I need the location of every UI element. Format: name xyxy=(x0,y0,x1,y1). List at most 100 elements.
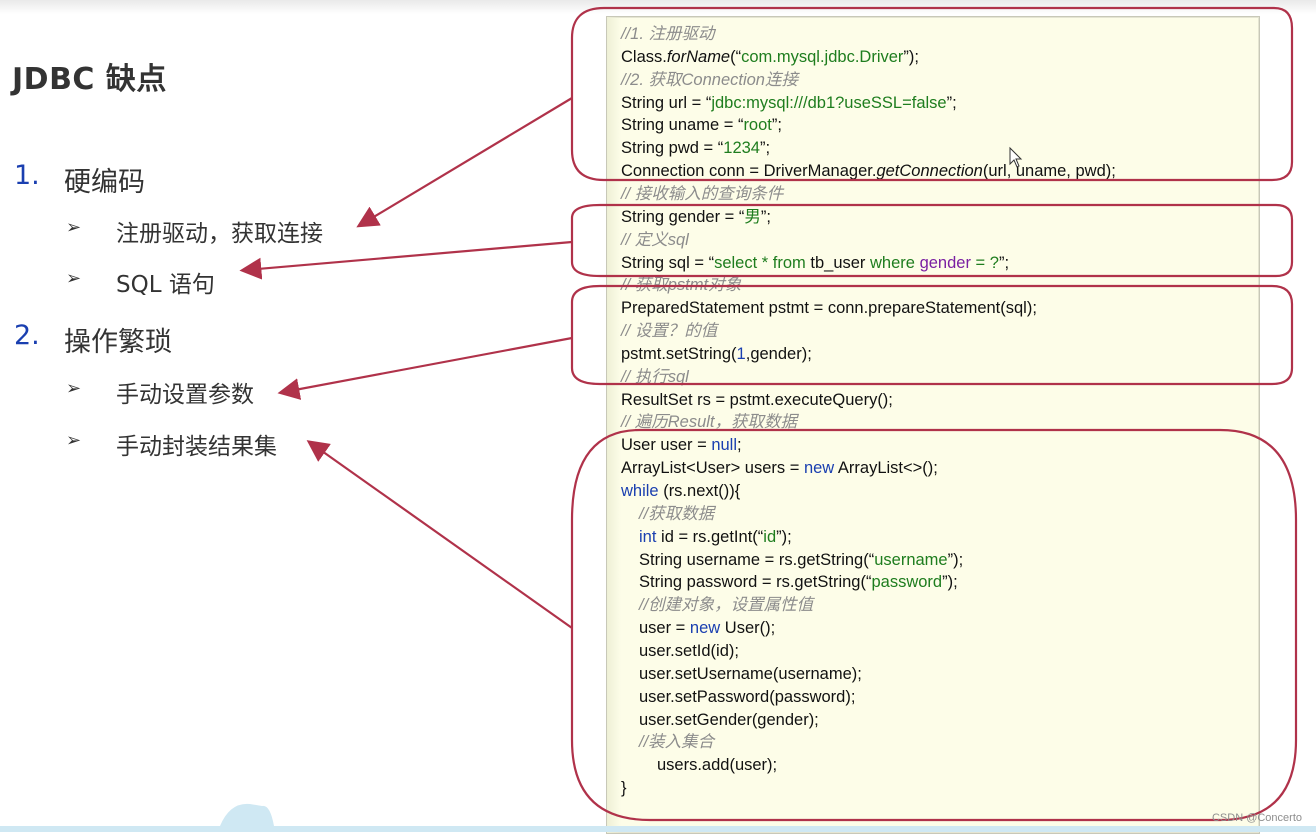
outline-item-1-text: 硬编码 xyxy=(64,167,145,198)
code-line: users.add(user); xyxy=(657,754,777,776)
code-token: Connection conn = DriverManager. xyxy=(621,162,877,181)
code-token: user.setUsername(username); xyxy=(639,664,862,683)
code-token: users.add(user); xyxy=(657,756,778,775)
code-token: // 执行sql xyxy=(621,367,689,386)
code-token: ”); xyxy=(903,47,919,66)
watermark: CSDN @Concerto xyxy=(1211,812,1302,824)
code-line: String pwd = “1234”; xyxy=(621,137,770,159)
decorative-wave xyxy=(0,803,1316,832)
arrow-bullet-icon: ➢ xyxy=(66,378,82,399)
code-token: new xyxy=(803,459,835,478)
code-token: ”); xyxy=(942,573,958,592)
code-token: ,gender); xyxy=(745,344,812,363)
outline-subitem-2-2-text: 手动封装结果集 xyxy=(116,434,277,460)
code-token: //1. 注册驱动 xyxy=(621,25,715,43)
code-token: com.mysql.jdbc.Driver xyxy=(741,47,904,66)
code-token: user.setPassword(password); xyxy=(639,687,856,706)
code-line: PreparedStatement pstmt = conn.prepareSt… xyxy=(621,297,1037,319)
code-line: } xyxy=(621,777,627,799)
code-token: forName xyxy=(666,47,731,66)
slide-title: JDBC 缺点 xyxy=(12,62,167,97)
arrow-bullet-icon: ➢ xyxy=(66,430,82,451)
code-line: //获取数据 xyxy=(639,503,714,525)
code-line: user = new User(); xyxy=(639,617,775,639)
window-top-band xyxy=(0,0,1316,14)
code-token: select * from xyxy=(714,253,806,272)
code-token: String url = “ xyxy=(621,93,712,112)
code-token: null xyxy=(711,436,738,455)
code-token: ”); xyxy=(947,550,964,569)
code-token: // 接收输入的查询条件 xyxy=(621,184,784,203)
code-token: root xyxy=(743,116,772,135)
code-token: ”; xyxy=(760,207,771,226)
annotation-arrow-result-set xyxy=(306,440,573,629)
code-token: new xyxy=(689,619,721,638)
code-token: ”; xyxy=(998,253,1010,272)
code-token: tb_user xyxy=(805,253,871,272)
code-panel: //1. 注册驱动 Class.forName(“com.mysql.jdbc.D… xyxy=(606,16,1260,834)
code-line: // 接收输入的查询条件 xyxy=(621,183,783,205)
code-token: (url, uname, pwd); xyxy=(982,162,1116,181)
code-line: String gender = “男”; xyxy=(621,206,771,228)
code-line: //装入集合 xyxy=(639,731,714,753)
code-line: // 遍历Result，获取数据 xyxy=(621,411,797,433)
code-token: // 定义sql xyxy=(621,230,689,249)
code-token: 男 xyxy=(744,207,761,226)
code-token: //2. 获取Connection连接 xyxy=(621,70,798,89)
code-line: // 获取pstmt对象 xyxy=(621,274,741,296)
code-token: ”); xyxy=(776,527,792,546)
code-token: String uname = “ xyxy=(621,116,744,135)
code-line: User user = null; xyxy=(621,434,742,456)
code-line: ResultSet rs = pstmt.executeQuery(); xyxy=(621,389,893,411)
code-line: // 设置？的值 xyxy=(621,320,717,342)
code-token: where xyxy=(870,253,915,272)
code-line: // 执行sql xyxy=(621,366,689,388)
code-token: //装入集合 xyxy=(639,733,715,752)
code-token: (rs.next()){ xyxy=(658,482,741,500)
code-token: ArrayList<>(); xyxy=(834,459,938,478)
code-token: user.setGender(gender); xyxy=(639,710,819,729)
code-line: pstmt.setString(1,gender); xyxy=(621,343,812,365)
code-token: id xyxy=(763,527,777,546)
code-token: //创建对象，设置属性值 xyxy=(639,596,814,615)
code-token: ResultSet rs = pstmt.executeQuery(); xyxy=(621,390,893,409)
code-token: user = xyxy=(639,619,690,638)
code-token: while xyxy=(621,482,659,500)
code-token: (“ xyxy=(730,47,742,66)
code-token: String username = rs.getString(“ xyxy=(639,550,875,569)
code-token: 1 xyxy=(736,344,746,363)
code-token: gender xyxy=(919,253,971,272)
code-token: // 设置？的值 xyxy=(621,322,718,341)
code-line: //创建对象，设置属性值 xyxy=(639,594,813,616)
outline-item-2-text: 操作繁琐 xyxy=(64,327,172,358)
code-token: pstmt.setString( xyxy=(621,344,737,363)
code-line: int id = rs.getInt(“id”); xyxy=(639,526,792,548)
code-token: 1234 xyxy=(723,139,760,158)
outline-subitem-1-1-text: 注册驱动，获取连接 xyxy=(116,221,323,247)
code-token: Class. xyxy=(621,47,667,66)
code-line: //2. 获取Connection连接 xyxy=(621,69,798,91)
outline-item-2-number: 2. xyxy=(14,320,40,351)
code-token: ”; xyxy=(771,116,782,135)
code-token: String sql = “ xyxy=(621,253,715,272)
code-token: String pwd = “ xyxy=(621,139,724,158)
code-line: //1. 注册驱动 xyxy=(621,23,715,45)
code-line: Class.forName(“com.mysql.jdbc.Driver”); xyxy=(621,46,919,68)
outline-subitem-1-2-text: SQL 语句 xyxy=(116,272,215,298)
code-line: user.setId(id); xyxy=(639,640,739,662)
arrow-bullet-icon: ➢ xyxy=(66,217,82,238)
arrow-bullet-icon: ➢ xyxy=(66,268,82,289)
code-token: int xyxy=(639,527,657,546)
code-token: String password = rs.getString(“ xyxy=(639,573,872,592)
annotation-arrow-connection xyxy=(356,97,573,228)
code-token: } xyxy=(621,779,627,798)
code-line: String sql = “select * from tb_user wher… xyxy=(621,252,1009,274)
code-token: id = rs.getInt(“ xyxy=(656,527,764,546)
code-line: user.setUsername(username); xyxy=(639,663,862,685)
code-token: String gender = “ xyxy=(621,207,745,226)
outline-item-1-number: 1. xyxy=(14,160,40,191)
code-token: // 遍历Result，获取数据 xyxy=(621,413,798,432)
code-line: String uname = “root”; xyxy=(621,114,782,136)
code-line: String url = “jdbc:mysql:///db1?useSSL=f… xyxy=(621,92,957,114)
code-token: ”; xyxy=(759,139,771,158)
